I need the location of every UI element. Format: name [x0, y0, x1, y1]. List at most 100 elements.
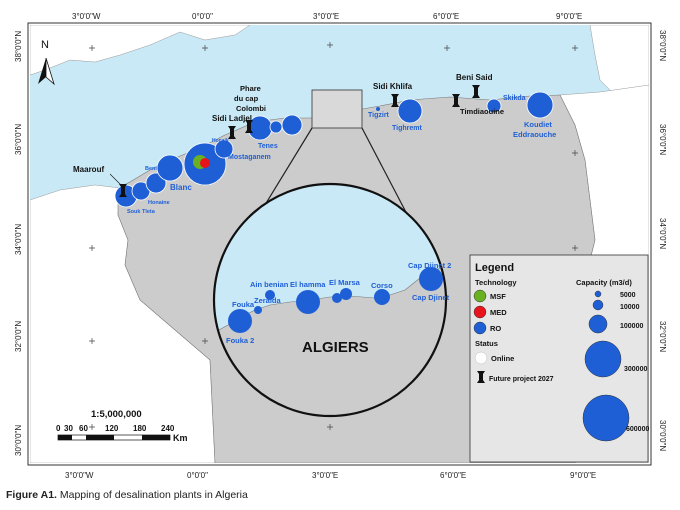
future-marker-timdiaouine[interactable] — [452, 94, 460, 107]
algiers-inset-circle — [212, 182, 448, 418]
legend: Legend Technology MSF MED RO Status Onli… — [469, 254, 649, 463]
axis-top-3e: 3°0'0"E — [313, 12, 339, 21]
inset-plant-cap-djinet[interactable] — [419, 267, 443, 291]
legend-capacity-600000: 600000 — [626, 426, 649, 433]
scale-tick-60: 60 — [79, 424, 88, 433]
north-arrow: N — [38, 39, 55, 86]
figure-caption-label: Figure A1. — [6, 489, 57, 501]
inset-plant-zeralda[interactable] — [254, 306, 262, 314]
inset-plant-ain-benian[interactable] — [265, 290, 275, 300]
plant-marker-koudiet[interactable] — [526, 91, 554, 119]
plant-marker-med[interactable] — [200, 158, 210, 168]
plant-marker-tenes-3[interactable] — [281, 114, 303, 136]
scale-tick-30: 30 — [64, 424, 73, 433]
figure-caption: Figure A1. Mapping of desalination plant… — [6, 489, 248, 501]
label-beni: Beni — [145, 166, 157, 172]
label-tighremt: Tighremt — [392, 125, 422, 132]
legend-capacity-5000: 5000 — [620, 292, 636, 299]
axis-bottom-3w: 3°0'0"W — [65, 471, 94, 480]
axis-left-32: 32°0'0"N — [14, 321, 23, 352]
legend-capacity-600000-circle — [582, 394, 630, 442]
plant-marker-tigzirt[interactable] — [376, 107, 380, 111]
future-marker-sidi-khlifa[interactable] — [391, 94, 399, 107]
legend-online-swatch — [474, 351, 488, 365]
inset-plant-el-marsa-2[interactable] — [340, 288, 352, 300]
axis-bottom: 3°0'0"W 0°0'0" 3°0'0"E 6°0'0"E 9°0'0"E — [65, 471, 596, 480]
legend-med-swatch — [473, 305, 487, 319]
plant-marker-blanc-1[interactable] — [156, 154, 184, 182]
plant-marker-skikda[interactable] — [486, 98, 502, 114]
plant-marker-mostaganem[interactable] — [214, 139, 234, 159]
inset-label-cap-djinet: Cap Djinet — [412, 293, 450, 302]
label-beni-said: Beni Said — [456, 73, 493, 82]
axis-right-34: 34°0'0"N — [658, 218, 667, 249]
axis-bottom-9e: 9°0'0"E — [570, 471, 596, 480]
axis-top-0: 0°0'0" — [192, 12, 213, 21]
inset-plant-corso[interactable] — [374, 289, 390, 305]
label-tigzirt: Tigzirt — [368, 112, 390, 119]
label-blanc: Blanc — [170, 183, 192, 192]
label-maarouf: Maarouf — [73, 165, 104, 174]
figure-caption-text: Mapping of desalination plants in Algeri… — [59, 489, 248, 501]
legend-future-label: Future project 2027 — [489, 376, 554, 383]
inset-title-algiers: ALGIERS — [302, 339, 369, 356]
axis-right-32: 32°0'0"N — [658, 321, 667, 352]
scale-tick-240: 240 — [161, 424, 175, 433]
label-honaik: Honaik — [212, 138, 229, 144]
north-arrow-label: N — [41, 39, 49, 51]
graticule — [89, 42, 578, 430]
inset-plant-el-hamma[interactable] — [296, 290, 320, 314]
plant-marker-beni[interactable] — [145, 172, 167, 194]
algiers-inset-box — [311, 89, 363, 129]
scale-tick-120: 120 — [105, 424, 119, 433]
label-sidi-khlifa: Sidi Khlifa — [373, 82, 413, 91]
scale-tick-0: 0 — [56, 424, 61, 433]
inset-label-fouka-2: Fouka 2 — [226, 336, 254, 345]
future-marker-cap-colombi[interactable] — [245, 120, 253, 133]
axis-top-9e: 9°0'0"E — [556, 12, 582, 21]
future-marker-sidi-ladjel[interactable] — [228, 126, 236, 139]
axis-top-3w: 3°0'0"W — [72, 12, 101, 21]
axis-left-34: 34°0'0"N — [14, 224, 23, 255]
legend-ro-label: RO — [490, 324, 501, 333]
axis-top: 3°0'0"W 0°0'0" 3°0'0"E 6°0'0"E 9°0'0"E — [72, 12, 582, 21]
inset-plant-el-marsa-1[interactable] — [332, 293, 342, 303]
axis-left: 38°0'0"N 36°0'0"N 34°0'0"N 32°0'0"N 30°0… — [14, 31, 23, 456]
label-souk-tleta: Souk Tleta — [127, 209, 156, 215]
legend-capacity-300000: 300000 — [624, 366, 647, 373]
plant-marker-tighremt[interactable] — [397, 98, 423, 124]
scale-unit: Km — [173, 433, 188, 443]
axis-left-30: 30°0'0"N — [14, 425, 23, 456]
label-sidi-ladjel: Sidi Ladjel — [212, 114, 252, 123]
axis-right-30: 30°0'0"N — [658, 420, 667, 451]
legend-title: Legend — [475, 262, 514, 274]
future-marker-maarouf[interactable] — [119, 184, 127, 197]
inset-label-el-hamma: El hamma — [290, 280, 326, 289]
axis-bottom-3e: 3°0'0"E — [312, 471, 338, 480]
legend-med-label: MED — [490, 308, 507, 317]
legend-capacity-10000-circle — [592, 299, 604, 311]
plant-markers — [114, 91, 554, 208]
axis-bottom-0: 0°0'0" — [187, 471, 208, 480]
legend-capacity-100000: 100000 — [620, 323, 643, 330]
inset-label-zeralda: Zeralda — [254, 296, 282, 305]
future-marker-beni-said[interactable] — [472, 85, 480, 98]
inset-label-fouka: Fouka — [232, 300, 255, 309]
legend-ro-swatch — [473, 321, 487, 335]
label-skikda: Skikda — [503, 95, 526, 102]
inset-label-el-marsa: El Marsa — [329, 278, 361, 287]
axis-top-6e: 6°0'0"E — [433, 12, 459, 21]
legend-future-icon — [477, 371, 485, 383]
plant-marker-tenes-2[interactable] — [269, 120, 283, 134]
scale-bar: 1:5,000,000 0 30 60 120 180 240 Km — [56, 409, 188, 443]
inset-plant-fouka-2[interactable] — [228, 309, 252, 333]
axis-bottom-6e: 6°0'0"E — [440, 471, 466, 480]
legend-capacity-300000-circle — [584, 340, 622, 378]
legend-capacity-100000-circle — [588, 314, 608, 334]
legend-status-title: Status — [475, 339, 498, 348]
